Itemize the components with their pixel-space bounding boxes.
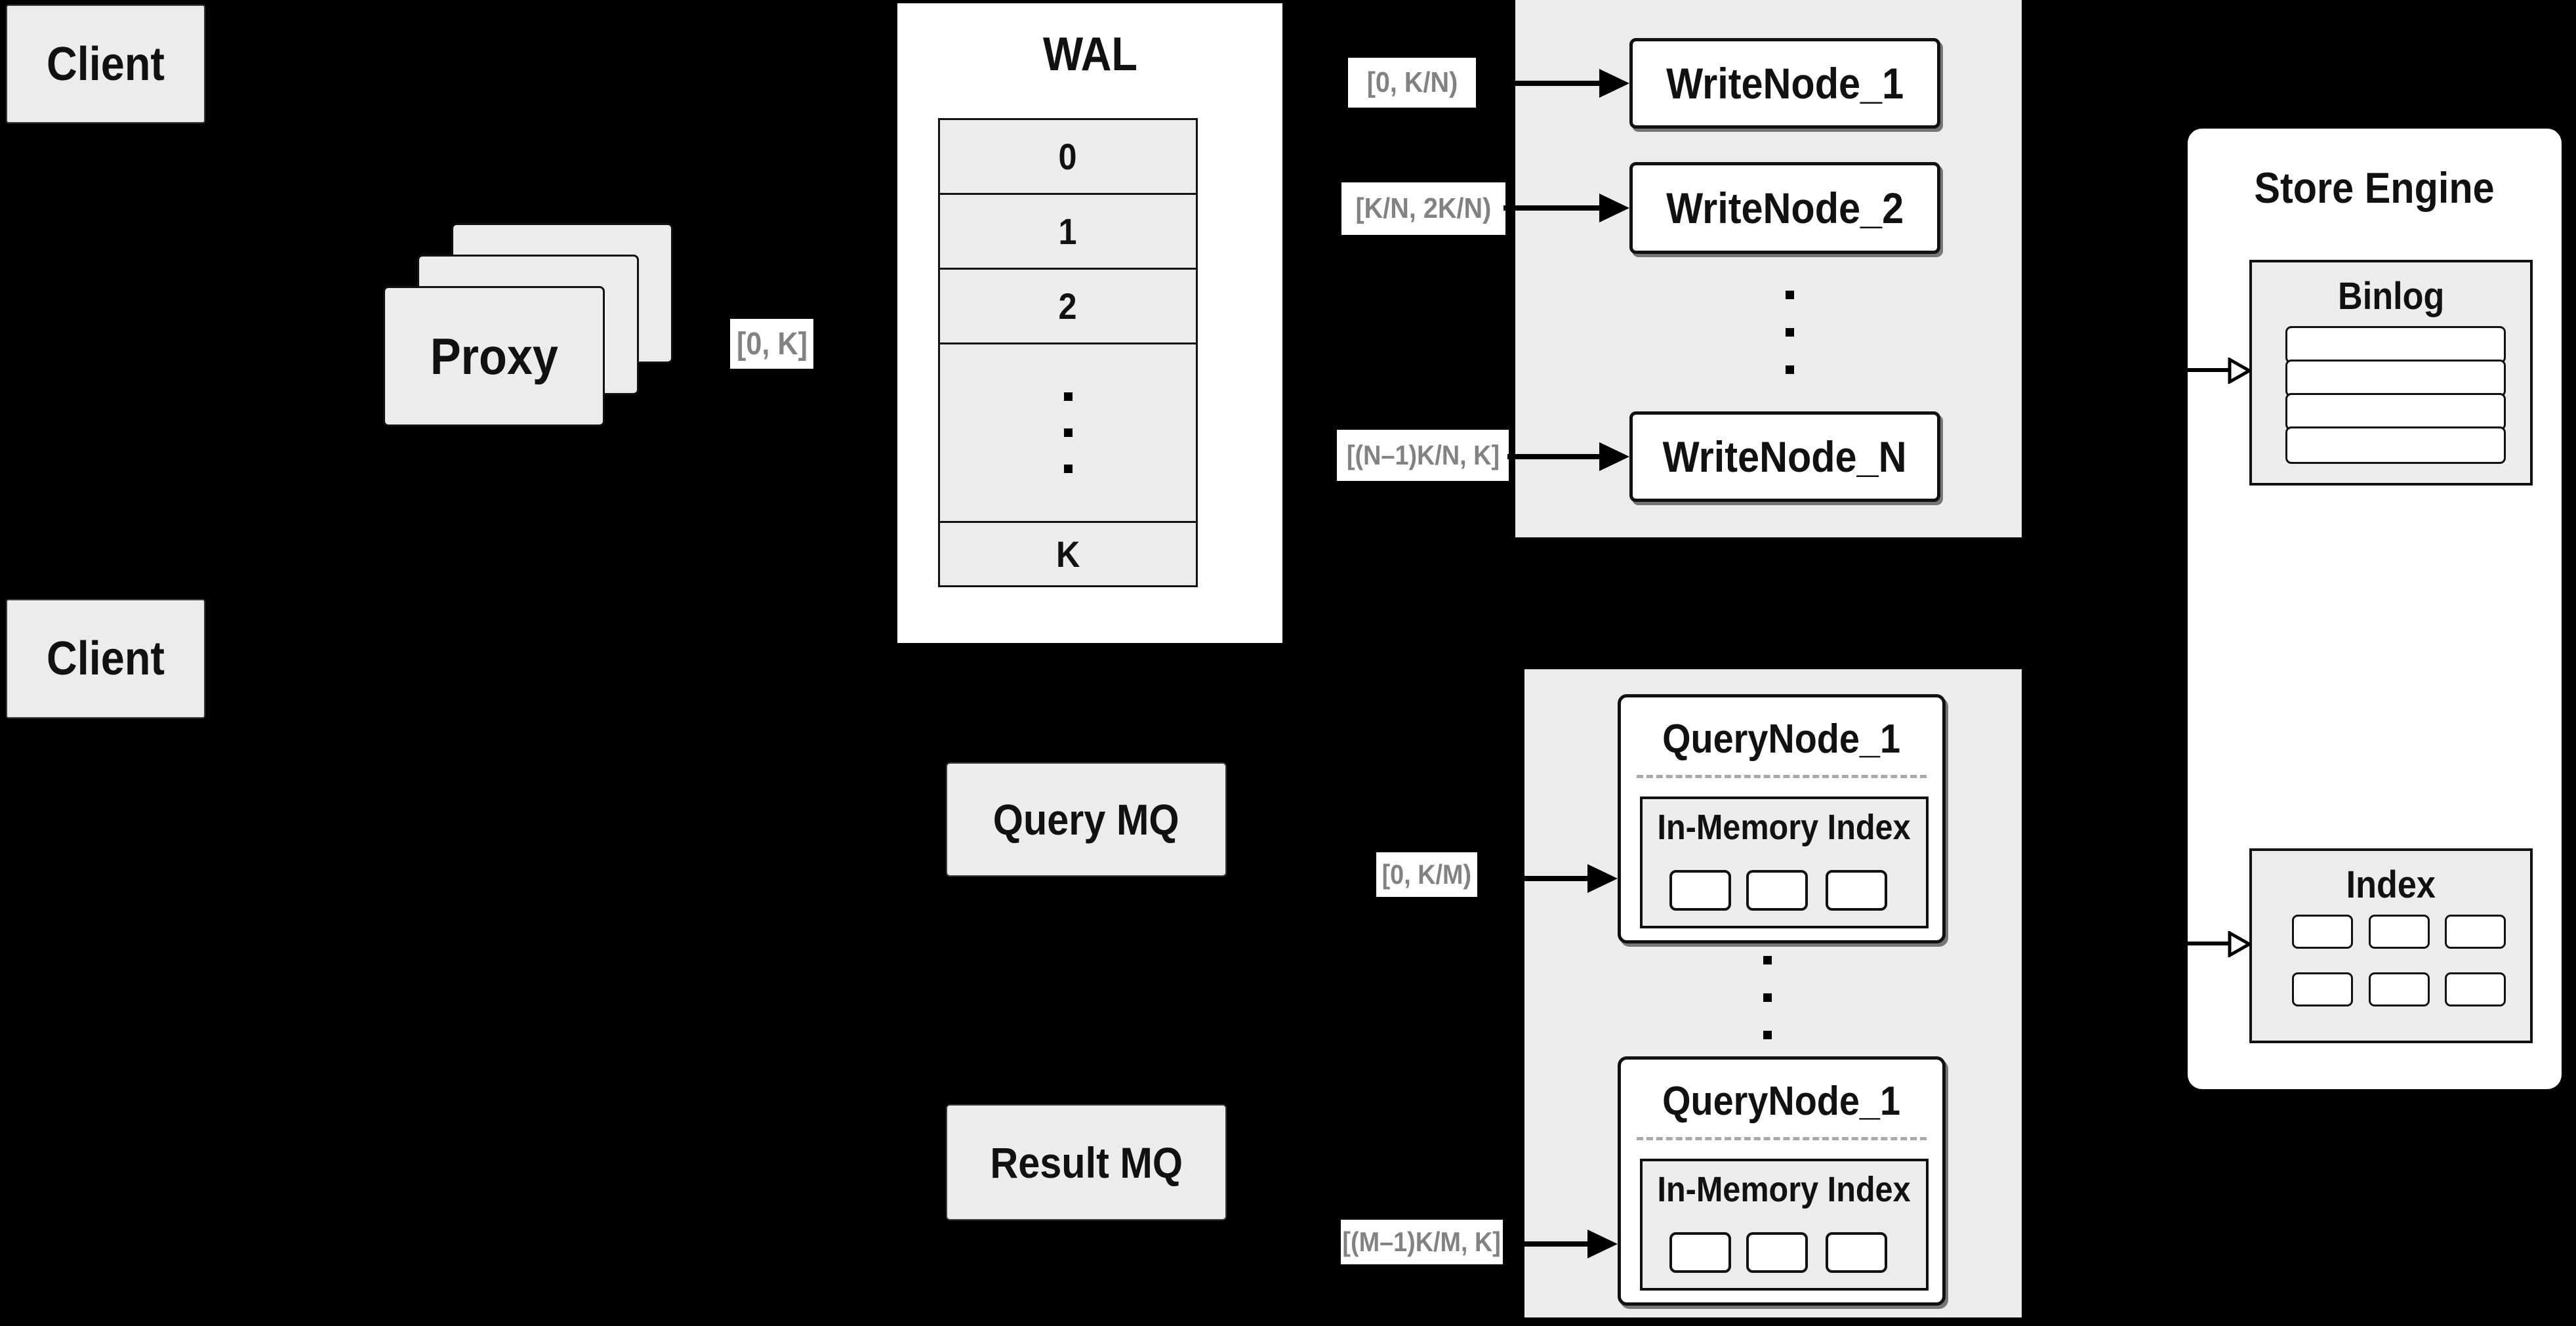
query-range-label-1: [0, K/M): [1376, 852, 1477, 897]
arrow-line: [1507, 454, 1599, 459]
proxy-card-front: Proxy: [383, 286, 605, 426]
client-bottom-label: Client: [46, 632, 165, 685]
arrow-right-icon: [1587, 1230, 1618, 1258]
index-segment: [1826, 870, 1887, 911]
index-segment: [1669, 870, 1731, 911]
binlog-row: [2285, 360, 2506, 397]
client-box-bottom: Client: [6, 599, 205, 718]
proxy-label: Proxy: [430, 327, 558, 385]
write-node-n: WriteNode_N: [1629, 411, 1940, 502]
write-nodes-ellipsis-icon: [1786, 291, 1794, 374]
binlog-row: [2285, 326, 2506, 363]
wal-ellipsis-icon: [940, 344, 1196, 523]
store-engine-title: Store Engine: [2254, 163, 2495, 212]
open-arrow-right-icon: [2228, 358, 2251, 384]
dashed-divider: [1637, 775, 1927, 778]
in-memory-index-label: In-Memory Index: [1657, 808, 1912, 847]
binlog-box: Binlog: [2249, 260, 2533, 486]
binlog-row: [2285, 393, 2506, 430]
write-range-label-1: [0, K/N): [1348, 58, 1476, 108]
query-node-title: QueryNode_1: [1662, 716, 1901, 762]
in-memory-index-box: In-Memory Index: [1640, 1159, 1929, 1291]
proxy-range-label: [0, K]: [730, 319, 813, 369]
wal-row-1: 1: [940, 195, 1196, 270]
arrow-right-icon: [1599, 442, 1629, 471]
wal-row-k: K: [940, 523, 1196, 585]
index-segment: [1669, 1232, 1731, 1273]
index-label: Index: [2346, 863, 2436, 906]
write-node-2: WriteNode_2: [1629, 162, 1940, 254]
wal-title: WAL: [1042, 28, 1137, 81]
query-node-1: QueryNode_1 In-Memory Index: [1618, 694, 1946, 943]
wal-segment-table: 0 1 2 K: [938, 118, 1198, 587]
result-mq-box: Result MQ: [946, 1104, 1227, 1220]
arrow-right-icon: [1599, 194, 1629, 222]
in-memory-index-label: In-Memory Index: [1657, 1170, 1912, 1209]
arrow-line: [1477, 876, 1587, 881]
store-engine-box: Store Engine Binlog Index: [2188, 129, 2562, 1089]
query-range-label-2: [(M–1)K/M, K]: [1341, 1220, 1503, 1264]
index-segment: [1746, 1232, 1808, 1273]
arrow-line: [1503, 1241, 1587, 1247]
client-top-label: Client: [46, 37, 165, 91]
index-segment: [2292, 915, 2353, 949]
write-node-1: WriteNode_1: [1629, 38, 1940, 129]
index-box: Index: [2249, 848, 2533, 1043]
query-mq-box: Query MQ: [946, 762, 1227, 877]
index-segment: [1746, 870, 1808, 911]
index-segment: [2369, 915, 2430, 949]
arrow-right-icon: [1599, 69, 1629, 98]
arrow-right-icon: [1587, 864, 1618, 893]
in-memory-index-box: In-Memory Index: [1640, 797, 1929, 928]
index-segment: [2445, 972, 2506, 1006]
write-range-label-2: [K/N, 2K/N): [1341, 182, 1505, 235]
wal-row-2: 2: [940, 270, 1196, 344]
binlog-row: [2285, 426, 2506, 464]
arrow-line: [2188, 368, 2229, 372]
index-segment: [2445, 915, 2506, 949]
arrow-line: [1503, 205, 1599, 211]
wal-row-0: 0: [940, 120, 1196, 195]
write-range-label-3: [(N–1)K/N, K]: [1337, 430, 1509, 481]
dashed-divider: [1637, 1137, 1927, 1140]
index-segment: [2292, 972, 2353, 1006]
arrow-line: [2188, 942, 2229, 945]
index-segment: [1826, 1232, 1887, 1273]
query-node-2: QueryNode_1 In-Memory Index: [1618, 1056, 1946, 1306]
client-box-top: Client: [6, 5, 205, 123]
arrow-line: [1476, 81, 1599, 86]
index-segment: [2369, 972, 2430, 1006]
binlog-label: Binlog: [2337, 275, 2445, 318]
open-arrow-right-icon: [2228, 931, 2251, 957]
query-node-title: QueryNode_1: [1662, 1079, 1901, 1124]
query-nodes-ellipsis-icon: [1763, 956, 1772, 1039]
wal-box: WAL 0 1 2 K: [897, 3, 1282, 643]
